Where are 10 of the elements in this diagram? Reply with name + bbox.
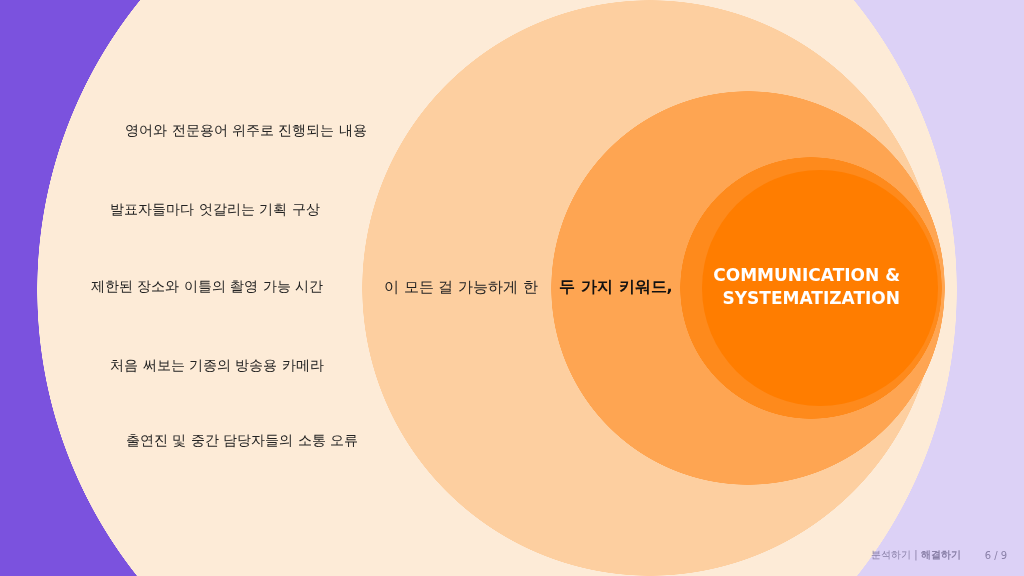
keyword-heading: 두 가지 키워드, (559, 276, 673, 298)
circle-text: 이 모든 걸 가능하게 한 (383, 277, 539, 297)
problem-text: 영어와 전문용어 위주로 진행되는 내용 (125, 122, 367, 140)
keyword-text: COMMUNICATION & SYSTEMATIZATION (712, 264, 900, 310)
problem-text: 제한된 장소와 이틀의 촬영 가능 시간 (90, 278, 324, 296)
page-number: 6 / 9 (984, 549, 1008, 561)
section-nav: 분석하기 | 해결하기 (871, 548, 961, 562)
problem-text: 출연진 및 중간 담당자들의 소통 오류 (125, 432, 359, 450)
problem-text: 처음 써보는 기종의 방송용 카메라 (110, 357, 324, 375)
problem-text: 발표자들마다 엇갈리는 기획 구상 (110, 201, 320, 219)
